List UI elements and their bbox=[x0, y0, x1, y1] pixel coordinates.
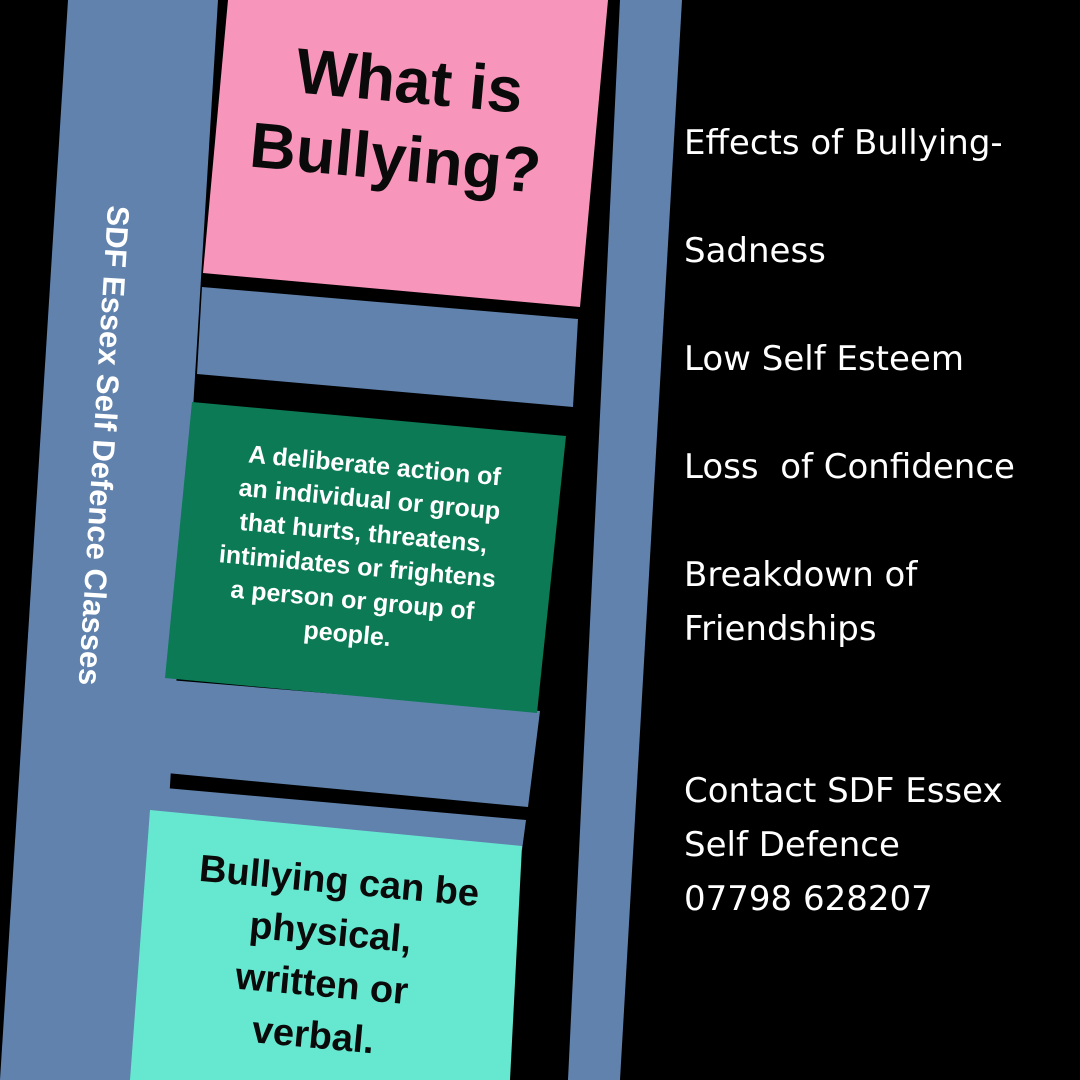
contact-block: Contact SDF Essex Self Defence 07798 628… bbox=[684, 764, 1074, 926]
effect-low-self-esteem: Low Self Esteem bbox=[684, 339, 964, 379]
definition-card bbox=[165, 402, 566, 713]
contact-line-1: Contact SDF Essex bbox=[684, 771, 1003, 811]
effects-title: Effects of Bullying- bbox=[684, 123, 1003, 163]
effect-breakdown-of-friendships: Breakdown of Friendships bbox=[684, 555, 918, 649]
effects-column: Effects of Bullying- Sadness Low Self Es… bbox=[684, 116, 1074, 926]
effect-loss-of-confidence: Loss of Confidence bbox=[684, 447, 1015, 487]
contact-phone[interactable]: 07798 628207 bbox=[684, 879, 933, 919]
gap-panel-lower bbox=[150, 787, 526, 850]
contact-line-2: Self Defence bbox=[684, 825, 900, 865]
gap-panel-upper bbox=[197, 287, 578, 407]
gap-panel-middle bbox=[156, 680, 540, 807]
types-card bbox=[130, 810, 522, 1080]
effect-sadness: Sadness bbox=[684, 231, 826, 271]
title-card bbox=[203, 0, 608, 307]
